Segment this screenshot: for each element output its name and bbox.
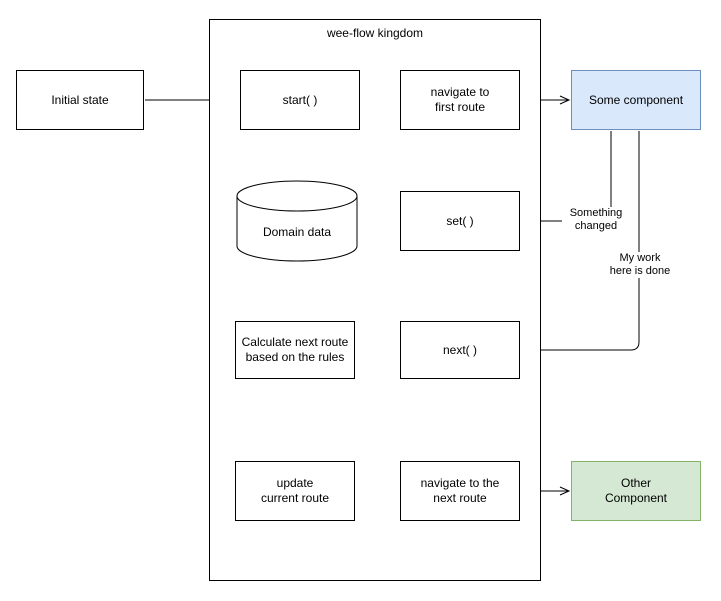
node-calculate-next-route-label: Calculate next route based on the rules (241, 335, 349, 364)
edge-component-to-next (520, 131, 640, 355)
node-some-component[interactable]: Some component (571, 70, 701, 130)
node-set[interactable]: set( ) (400, 191, 520, 251)
node-initial-state[interactable]: Initial state (16, 70, 144, 130)
node-set-label: set( ) (446, 213, 474, 228)
node-next-label: next( ) (442, 342, 477, 357)
node-start-label: start( ) (282, 92, 318, 107)
node-navigate-next-route[interactable]: navigate to the next route (400, 461, 520, 521)
node-next[interactable]: next( ) (400, 321, 520, 379)
node-start[interactable]: start( ) (240, 70, 360, 130)
node-navigate-first-route[interactable]: navigate to first route (400, 70, 520, 130)
node-some-component-label: Some component (588, 92, 684, 107)
node-initial-state-label: Initial state (51, 92, 109, 107)
edge-label-my-work-here-is-done: My work here is done (602, 252, 678, 278)
cylinder-shape (236, 180, 358, 262)
node-domain-data-label: Domain data (262, 225, 332, 239)
node-update-current-route-label: update current route (260, 476, 330, 505)
node-navigate-first-route-label: navigate to first route (430, 85, 490, 114)
node-other-component-label: Other Component (604, 476, 668, 505)
node-update-current-route[interactable]: update current route (235, 461, 355, 521)
node-other-component[interactable]: Other Component (571, 461, 701, 521)
node-calculate-next-route[interactable]: Calculate next route based on the rules (235, 321, 355, 379)
node-domain-data[interactable]: Domain data (236, 180, 358, 262)
container-title: wee-flow kingdom (326, 26, 424, 40)
node-navigate-next-route-label: navigate to the next route (420, 476, 500, 505)
edge-label-something-changed: Something changed (562, 207, 630, 233)
